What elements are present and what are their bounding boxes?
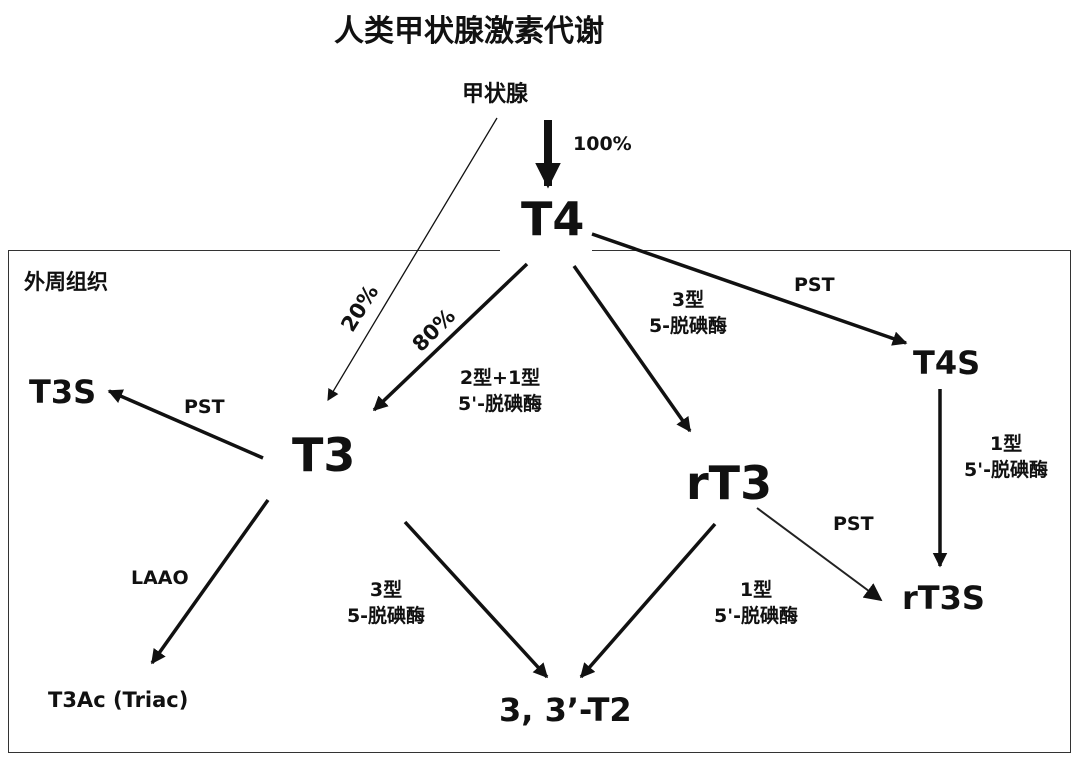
node-thyroid: 甲状腺 — [462, 82, 529, 107]
label-t4s-to-rt3s-enzyme-name: 5'-脱碘酶 — [964, 458, 1048, 481]
label-t4-to-t3-enzyme-type: 2型+1型 — [459, 367, 541, 389]
node-rt3: rT3 — [686, 456, 773, 510]
label-rt3-to-t2-enzyme: 1型 5'-脱碘酶 — [714, 578, 798, 629]
node-rt3s: rT3S — [902, 579, 985, 617]
label-t4s-to-rt3s-enzyme-type: 1型 — [989, 433, 1023, 455]
node-t4: T4 — [521, 192, 585, 246]
arrow-t4-to-rt3 — [572, 264, 692, 433]
label-t3-to-t2-enzyme-name: 5-脱碘酶 — [346, 604, 426, 627]
label-t4-to-t3-enzyme-name: 5'-脱碘酶 — [458, 392, 542, 415]
label-t4-to-t4s: PST — [794, 274, 835, 296]
arrow-t3-to-t3ac — [150, 498, 270, 665]
label-t4-to-rt3-enzyme-name: 5-脱碘酶 — [648, 314, 728, 337]
frame-gap — [500, 244, 592, 258]
arrow-thyroid-to-t3 — [327, 117, 498, 402]
diagram-title: 人类甲状腺激素代谢 — [334, 14, 604, 49]
label-t3-to-t2-enzyme: 3型 5-脱碘酶 — [347, 578, 425, 629]
label-t4-to-t3-enzyme: 2型+1型 5'-脱碘酶 — [458, 366, 542, 417]
arrow-t3-to-t3s — [107, 389, 264, 460]
node-t3ac: T3Ac (Triac) — [48, 688, 189, 712]
node-t3s: T3S — [29, 373, 97, 411]
arrow-rt3-to-rt3s — [756, 507, 883, 602]
label-t4-to-rt3-enzyme-type: 3型 — [671, 289, 705, 311]
label-t4-to-rt3-enzyme: 3型 5-脱碘酶 — [649, 288, 727, 339]
label-t3-to-t3s: PST — [184, 396, 225, 418]
node-t3: T3 — [292, 428, 356, 482]
arrow-t4-to-t3 — [372, 262, 529, 412]
node-t4s: T4S — [913, 344, 981, 382]
node-t2: 3, 3’-T2 — [499, 691, 632, 729]
arrow-t3-to-t2 — [403, 520, 549, 679]
peripheral-tissue-label: 外周组织 — [24, 270, 108, 294]
label-rt3-to-rt3s: PST — [833, 513, 874, 535]
arrow-rt3-to-t2 — [579, 522, 717, 679]
arrow-t4-to-t4s — [591, 232, 908, 346]
label-t3-to-t3ac: LAAO — [131, 567, 189, 589]
label-rt3-to-t2-enzyme-type: 1型 — [739, 579, 773, 601]
label-rt3-to-t2-enzyme-name: 5'-脱碘酶 — [714, 604, 798, 627]
label-thyroid-to-t4: 100% — [573, 133, 632, 155]
label-t4s-to-rt3s-enzyme: 1型 5'-脱碘酶 — [964, 432, 1048, 483]
label-t3-to-t2-enzyme-type: 3型 — [369, 579, 403, 601]
